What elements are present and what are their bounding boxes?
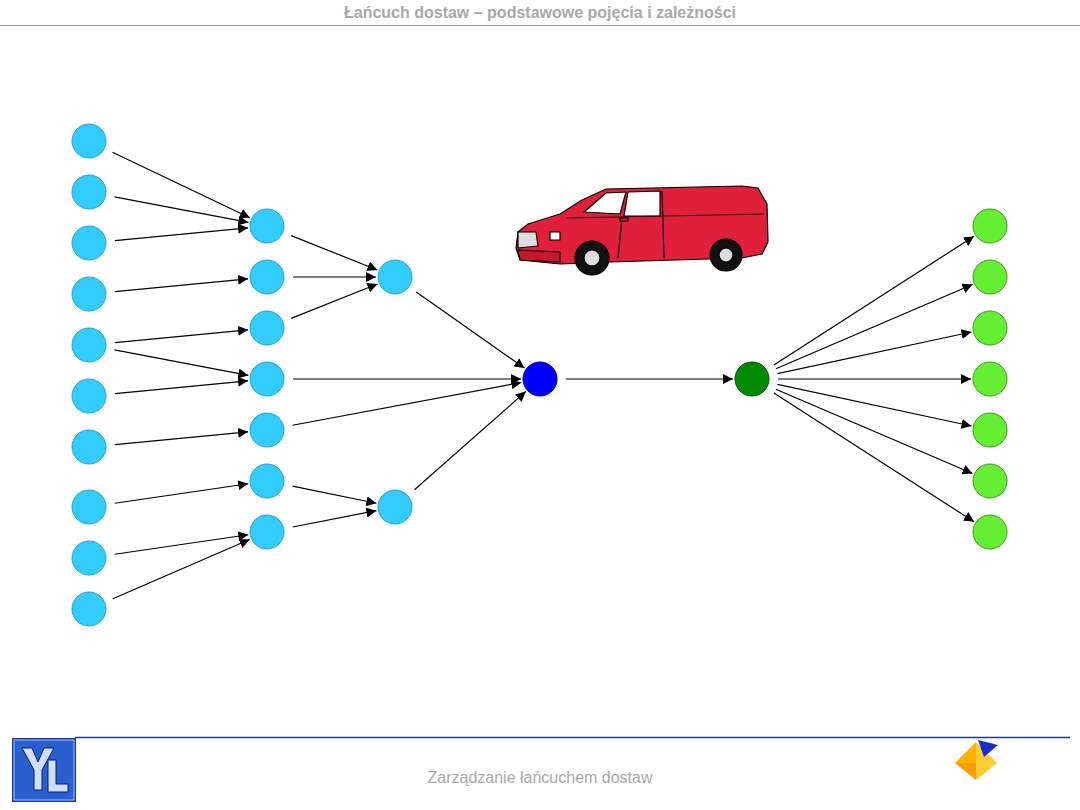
flow-arrow	[291, 236, 377, 270]
flow-arrow	[115, 432, 248, 445]
supplier-circle	[249, 412, 285, 448]
flow-arrow	[115, 330, 248, 343]
supplier-circle	[377, 259, 413, 295]
flow-arrow	[291, 284, 377, 318]
supplier-circle	[71, 327, 107, 363]
circle-outline	[71, 225, 107, 261]
supplier-circle	[71, 123, 107, 159]
circle-outline	[71, 540, 107, 576]
flow-arrow	[416, 292, 524, 368]
circle-outline	[71, 276, 107, 312]
flow-arrow	[778, 378, 971, 379]
customer-circle	[972, 259, 1008, 295]
supplier-circle	[71, 540, 107, 576]
flow-arrow	[293, 276, 376, 277]
circle-outline	[972, 361, 1008, 397]
supplier-circle	[71, 378, 107, 414]
flow-arrow	[115, 228, 248, 241]
flow-arrow	[776, 389, 973, 473]
customer-circle	[972, 463, 1008, 499]
supplier-circle	[71, 276, 107, 312]
flow-arrow	[113, 540, 250, 599]
circle-outline	[972, 310, 1008, 346]
circle-outline	[71, 489, 107, 525]
slide-footer: Zarządzanie łańcuchem dostaw	[0, 769, 1080, 787]
circle-outline	[972, 463, 1008, 499]
header-rule	[0, 25, 1080, 26]
flow-arrow	[777, 384, 971, 426]
supplier-circle	[71, 225, 107, 261]
circle-outline	[249, 310, 285, 346]
circle-outline	[249, 514, 285, 550]
footer-rule	[75, 737, 1070, 739]
supplier-circle	[377, 489, 413, 525]
circle-outline	[249, 463, 285, 499]
circle-outline	[522, 361, 558, 397]
circle-outline	[972, 514, 1008, 550]
circle-outline	[249, 361, 285, 397]
circle-outline	[249, 259, 285, 295]
flow-arrow	[115, 484, 248, 503]
supplier-circle	[71, 489, 107, 525]
flow-arrow	[115, 197, 249, 223]
flow-arrow	[774, 393, 974, 522]
flow-arrow	[293, 378, 521, 379]
distribution-circle	[734, 361, 770, 397]
supplier-circle	[249, 310, 285, 346]
circle-outline	[71, 123, 107, 159]
flow-arrow	[776, 284, 973, 368]
circle-outline	[71, 327, 107, 363]
supplier-circle	[71, 174, 107, 210]
circle-outline	[71, 429, 107, 465]
flow-arrow	[112, 152, 249, 218]
slide-title: Łańcuch dostaw – podstawowe pojęcia i za…	[0, 4, 1080, 22]
circle-outline	[71, 174, 107, 210]
customer-circle	[972, 310, 1008, 346]
flow-arrow	[566, 378, 733, 379]
flow-arrow	[115, 535, 248, 554]
circle-outline	[972, 412, 1008, 448]
customer-circle	[972, 412, 1008, 448]
delivery-van	[516, 186, 768, 275]
circle-outline	[972, 208, 1008, 244]
circle-outline	[734, 361, 770, 397]
circle-outline	[972, 259, 1008, 295]
flow-arrow	[115, 350, 249, 376]
supplier-circle	[71, 591, 107, 627]
supplier-circle	[249, 259, 285, 295]
supplier-circle	[249, 208, 285, 244]
flow-arrow	[414, 392, 525, 490]
circle-outline	[249, 412, 285, 448]
customer-circle	[972, 514, 1008, 550]
supplier-circle	[249, 514, 285, 550]
circle-outline	[377, 259, 413, 295]
circle-outline	[71, 378, 107, 414]
left-logo	[12, 738, 76, 802]
flow-arrow	[777, 332, 971, 374]
circle-outline	[71, 591, 107, 627]
flow-arrow	[292, 486, 376, 503]
flow-arrow	[293, 382, 522, 425]
hub-circle	[522, 361, 558, 397]
right-logo	[955, 740, 998, 780]
customer-circle	[972, 208, 1008, 244]
circle-outline	[377, 489, 413, 525]
supplier-circle	[249, 463, 285, 499]
customer-circle	[972, 361, 1008, 397]
flow-arrow	[774, 236, 974, 365]
supplier-circle	[71, 429, 107, 465]
flow-arrow	[293, 511, 377, 527]
circle-outline	[249, 208, 285, 244]
supplier-circle	[249, 361, 285, 397]
flow-arrow	[115, 381, 248, 394]
flow-arrow	[115, 279, 248, 292]
